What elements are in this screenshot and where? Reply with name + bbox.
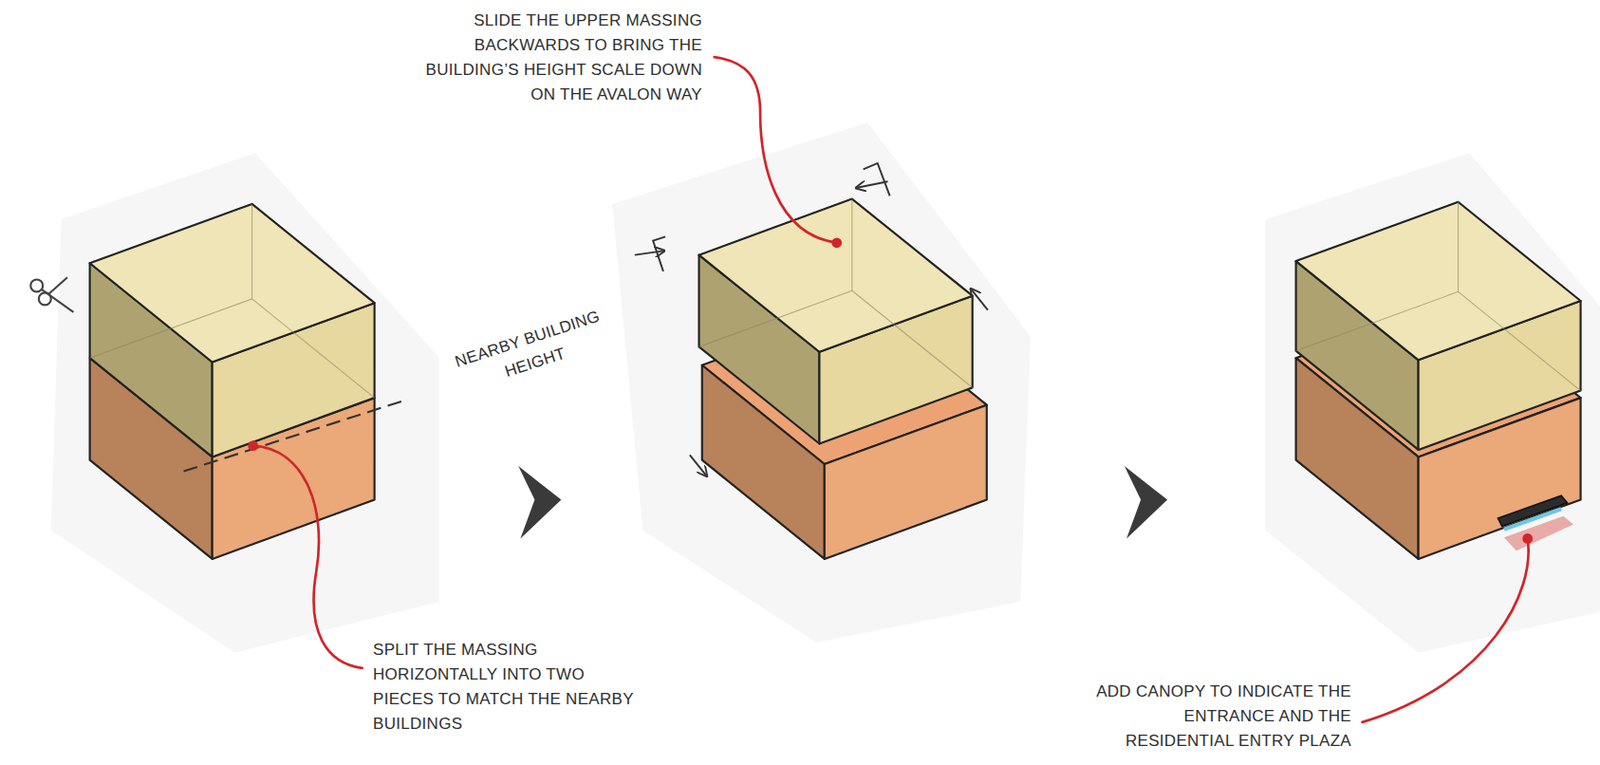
massing-box-3 [1296, 202, 1582, 559]
leader-dots [247, 237, 1533, 543]
ground-patch [51, 152, 440, 653]
leader-lines [253, 56, 1529, 723]
ground-patch [1265, 152, 1600, 653]
step-chevron [518, 465, 561, 539]
annotation-note: ADD CANOPY TO INDICATE THE ENTRANCE AND … [1080, 679, 1352, 754]
entry-canopy [1497, 495, 1574, 551]
annotation-note: SLIDE THE UPPER MASSING BACKWARDS TO BRI… [412, 8, 703, 108]
massing-box-2 [699, 199, 987, 559]
annotation-note: SPLIT THE MASSING HORIZONTALLY INTO TWO … [372, 637, 649, 737]
height-label: NEARBY BUILDING HEIGHT [433, 297, 630, 404]
ground-patch [612, 122, 1031, 643]
scissors-icon [30, 277, 74, 313]
move-arrows [634, 163, 988, 476]
step-chevron [1124, 465, 1168, 539]
massing-box-1 [90, 204, 375, 559]
height-line [184, 400, 404, 471]
